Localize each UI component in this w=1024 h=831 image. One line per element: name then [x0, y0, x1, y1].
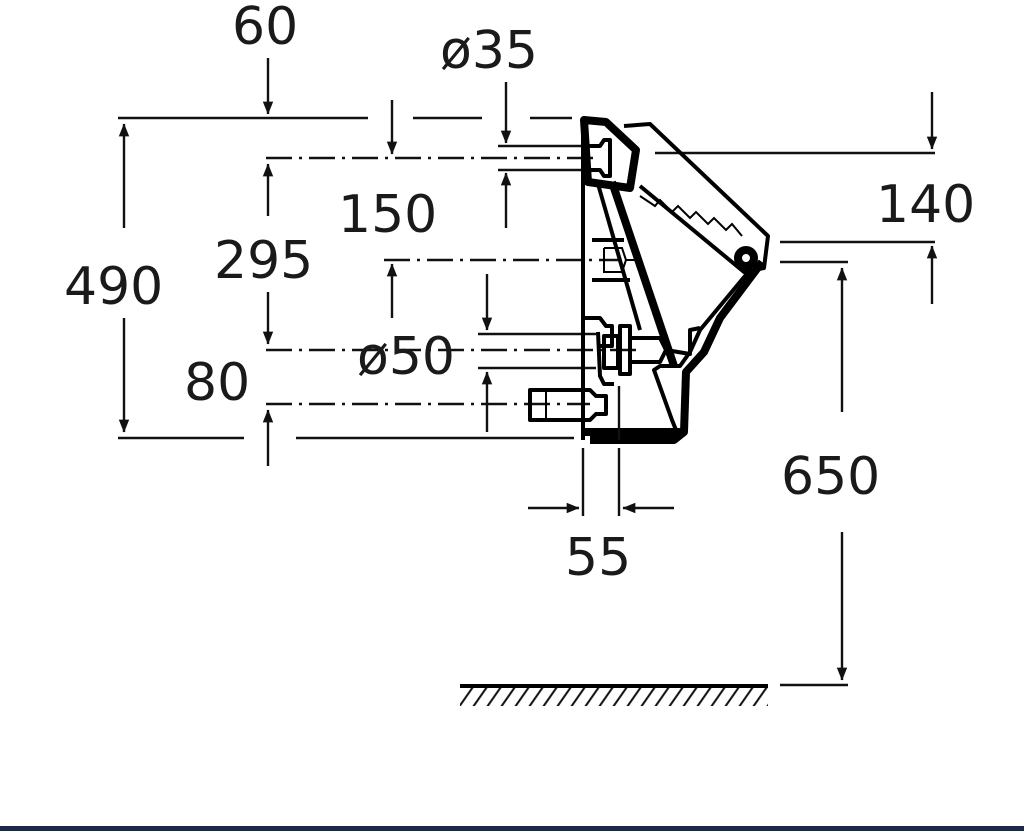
dim-650-label: 650 — [781, 447, 880, 507]
dim-diameter-50-label: ø50 — [357, 327, 455, 387]
pipe-outline-lines — [478, 144, 596, 370]
dim-diameter-35-label: ø35 — [440, 21, 538, 81]
dim-60-label: 60 — [232, 0, 298, 57]
dim-150-label: 150 — [338, 185, 437, 245]
urinal-side-view — [528, 116, 770, 444]
floor-line — [460, 684, 768, 706]
dim-140-label: 140 — [876, 175, 975, 235]
centre-lines — [266, 156, 640, 406]
dim-55-label: 55 — [565, 528, 631, 588]
dim-490-label: 490 — [64, 257, 163, 317]
dim-80-label: 80 — [184, 353, 250, 413]
dimension-labels: 60 ø35 490 150 295 140 ø50 80 650 55 — [64, 0, 975, 588]
dimension-arrows — [118, 58, 938, 681]
dim-295-label: 295 — [214, 231, 313, 291]
bottom-border-bar — [0, 826, 1024, 831]
reference-lines — [118, 116, 935, 687]
